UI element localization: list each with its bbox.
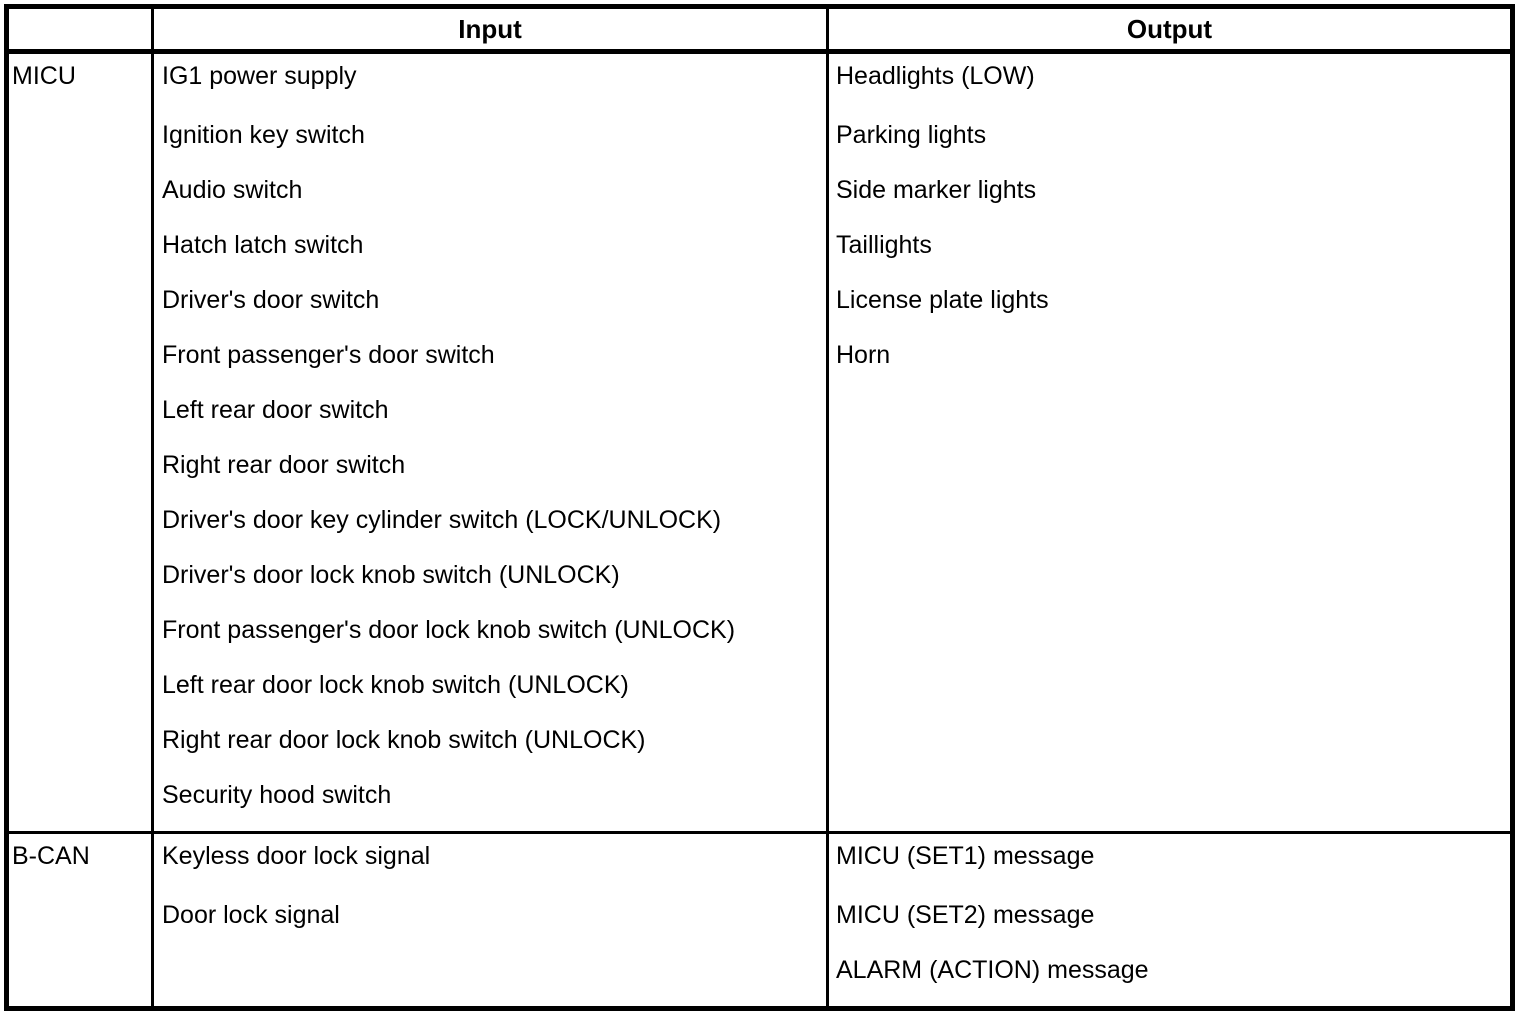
list-item: Taillights <box>836 231 932 259</box>
output-list: MICU (SET1) message MICU (SET2) message … <box>836 841 1510 1006</box>
list-item: IG1 power supply <box>162 62 357 90</box>
list-item: Driver's door key cylinder switch (LOCK/… <box>162 506 722 534</box>
list-item: Right rear door lock knob switch (UNLOCK… <box>162 726 646 754</box>
output-list: Headlights (LOW) Parking lights Side mar… <box>836 61 1510 391</box>
list-item: Front passenger's door lock knob switch … <box>162 616 736 644</box>
header-row: Input Output <box>6 6 1513 54</box>
list-item: Keyless door lock signal <box>162 842 431 870</box>
list-item: Audio switch <box>162 176 303 204</box>
list-item: MICU (SET2) message <box>836 901 1095 929</box>
column-header-input: Input <box>152 6 829 54</box>
list-item: Ignition key switch <box>162 121 365 149</box>
system-label: B-CAN <box>12 842 90 870</box>
table-row: B-CAN Keyless door lock signal Door lock… <box>6 832 1513 1009</box>
list-item: Hatch latch switch <box>162 231 364 259</box>
list-item: Parking lights <box>836 121 987 149</box>
list-item: MICU (SET1) message <box>836 842 1095 870</box>
io-table-container: Input Output MICU IG1 power supply Ignit… <box>4 4 1515 1011</box>
list-item: Right rear door switch <box>162 451 406 479</box>
list-item: Security hood switch <box>162 781 392 809</box>
list-item: Driver's door lock knob switch (UNLOCK) <box>162 561 620 589</box>
table-header: Input Output <box>6 6 1513 54</box>
system-label: MICU <box>12 62 76 90</box>
list-item: Door lock signal <box>162 901 340 929</box>
output-cell: MICU (SET1) message MICU (SET2) message … <box>828 833 1513 1009</box>
input-list: IG1 power supply Ignition key switch Aud… <box>162 61 826 831</box>
table-row: MICU IG1 power supply Ignition key switc… <box>6 51 1513 834</box>
list-item: Headlights (LOW) <box>836 62 1035 90</box>
system-cell: B-CAN <box>6 832 154 1009</box>
list-item: Horn <box>836 341 891 369</box>
list-item: License plate lights <box>836 286 1049 314</box>
system-cell: MICU <box>6 51 154 834</box>
input-output-table: Input Output MICU IG1 power supply Ignit… <box>4 4 1515 1011</box>
column-header-output: Output <box>827 6 1513 54</box>
list-item: ALARM (ACTION) message <box>836 956 1149 984</box>
input-list: Keyless door lock signal Door lock signa… <box>162 841 826 951</box>
list-item: Left rear door switch <box>162 396 389 424</box>
list-item: Driver's door switch <box>162 286 380 314</box>
input-cell: Keyless door lock signal Door lock signa… <box>152 832 829 1009</box>
list-item: Left rear door lock knob switch (UNLOCK) <box>162 671 629 699</box>
output-cell: Headlights (LOW) Parking lights Side mar… <box>827 51 1513 834</box>
input-cell: IG1 power supply Ignition key switch Aud… <box>152 51 829 834</box>
column-header-system <box>6 6 154 54</box>
list-item: Side marker lights <box>836 176 1037 204</box>
list-item: Front passenger's door switch <box>162 341 495 369</box>
table-body: MICU IG1 power supply Ignition key switc… <box>6 51 1513 1009</box>
